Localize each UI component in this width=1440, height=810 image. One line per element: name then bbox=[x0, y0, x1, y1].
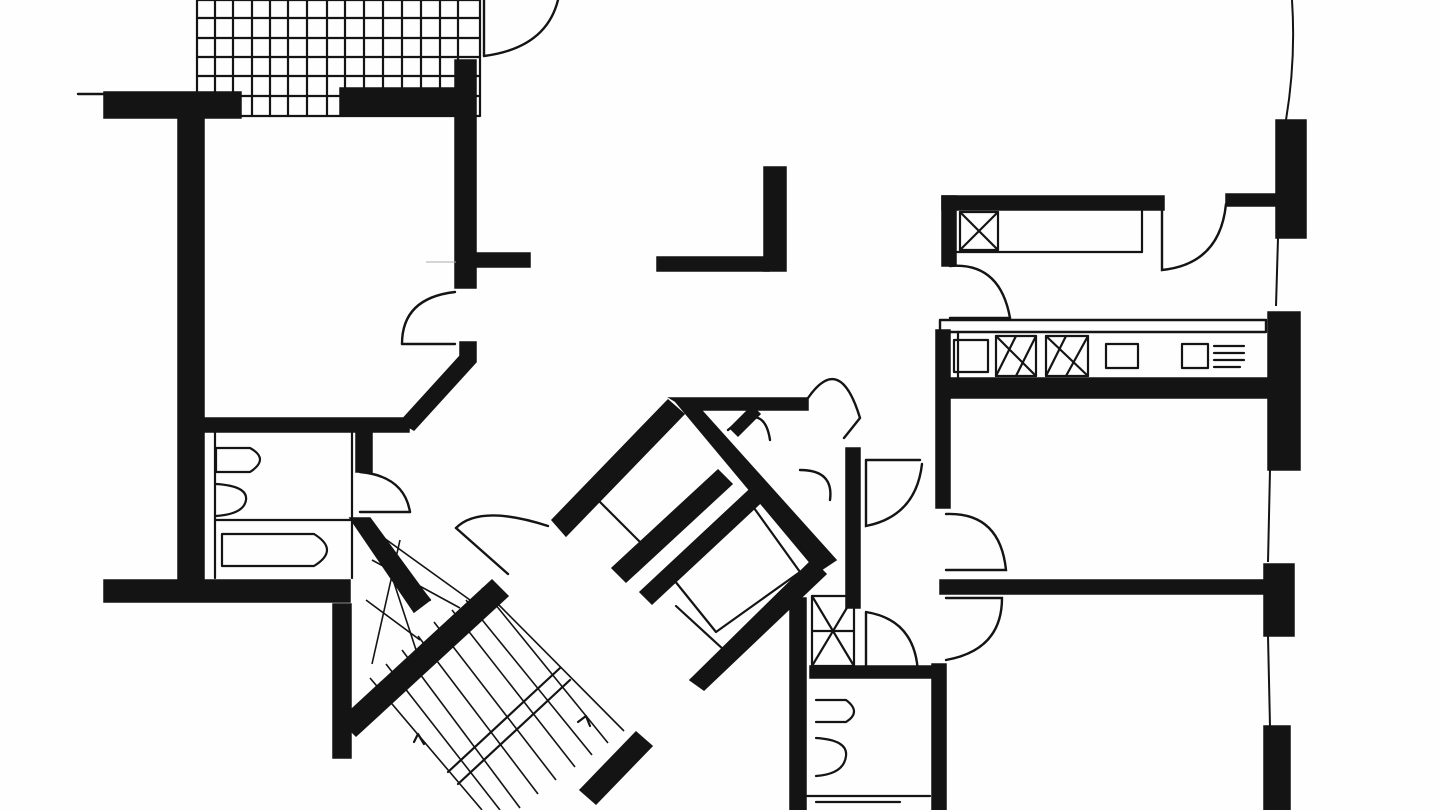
right-toilet bbox=[814, 736, 848, 778]
core-door-swing bbox=[806, 378, 862, 440]
central-l-wall bbox=[656, 166, 787, 272]
terrace-door-swing bbox=[482, 0, 560, 58]
right-upper-block bbox=[938, 193, 1277, 399]
elevator-core bbox=[550, 378, 862, 691]
left-bathroom bbox=[213, 430, 412, 580]
bathtub-fixture bbox=[220, 532, 329, 568]
right-rooms bbox=[804, 512, 1267, 804]
elevator-car bbox=[664, 506, 802, 634]
right-exterior-wall bbox=[1263, 0, 1307, 810]
sink-fixture bbox=[214, 446, 262, 474]
stair-door-swing bbox=[454, 514, 550, 530]
kitchen-appliance bbox=[1180, 342, 1210, 370]
corridor-door-swing bbox=[864, 458, 924, 528]
kitchen-sink bbox=[1104, 342, 1140, 370]
right-corridor-walls bbox=[789, 329, 951, 810]
left-room-door-swing bbox=[400, 290, 457, 346]
toilet-fixture bbox=[214, 482, 248, 518]
right-sink bbox=[814, 698, 856, 724]
left-unit-walls bbox=[76, 59, 531, 603]
diagonal-staircase bbox=[332, 517, 654, 810]
storage-box-cross bbox=[958, 210, 1000, 252]
